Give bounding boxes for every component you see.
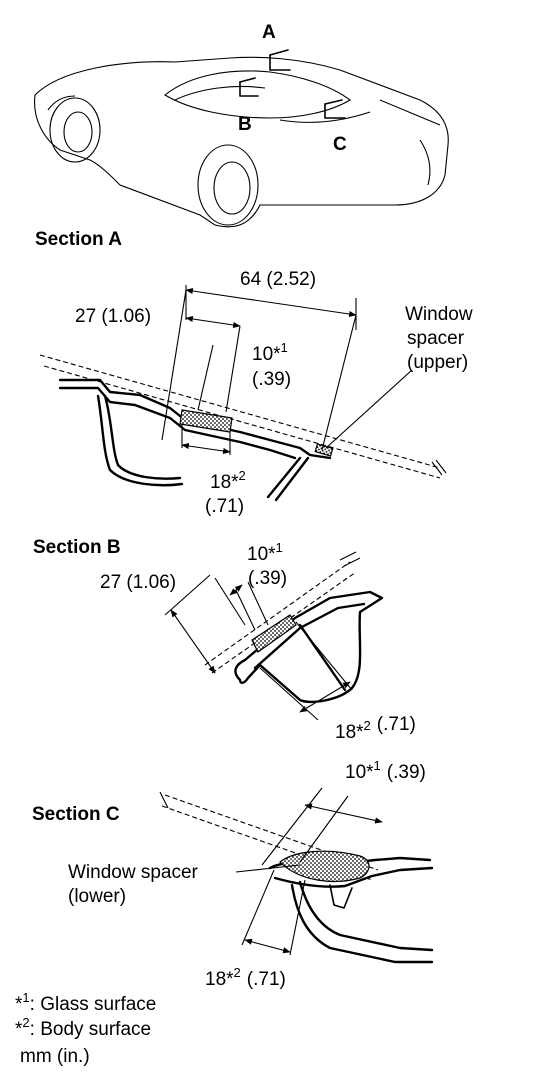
legend-units: mm (in.) (20, 1046, 90, 1067)
section-c: Section C 10*1(.39) Window spacer (lower… (32, 758, 434, 990)
section-c-dim-18: 18*2(.71) (205, 965, 286, 990)
section-b-dim-27: 27 (1.06) (100, 572, 176, 593)
section-a-dim-10-in: (.39) (252, 369, 291, 390)
section-a-spacer-label-2: spacer (407, 328, 465, 349)
legend-note-2: *2: Body surface (15, 1015, 151, 1040)
section-c-title: Section C (32, 804, 120, 825)
section-a-dim-10: 10*1 (252, 340, 288, 365)
section-a: Section A 64 (2.52) 27 (1.06) 10*1 (35, 229, 473, 517)
section-b-title: Section B (33, 537, 121, 558)
section-b-dim-10: 10*1 (247, 540, 283, 565)
section-b-dim-18: 18*2(.71) (335, 714, 416, 743)
section-c-dim-10: 10*1(.39) (345, 758, 426, 783)
car-illustration: A B C (34, 22, 449, 228)
legend-note-1: *1: Glass surface (15, 990, 156, 1015)
section-a-spacer-label-3: (upper) (407, 352, 468, 373)
section-a-dim-64: 64 (2.52) (240, 269, 316, 290)
section-b-dim-10-in: (.39) (248, 568, 287, 589)
car-label-b: B (238, 114, 252, 135)
legend: *1: Glass surface *2: Body surface mm (i… (15, 990, 156, 1067)
section-a-dim-18-in: (.71) (205, 496, 244, 517)
section-b: Section B 27 (1.06) 10*1 (.39) 18*2(.71) (33, 537, 416, 743)
section-a-marker (269, 54, 291, 71)
section-c-marker (324, 103, 346, 119)
section-c-spacer-label-2: (lower) (68, 886, 126, 907)
section-a-dim-27: 27 (1.06) (75, 306, 151, 327)
section-a-dim-18: 18*2 (210, 468, 246, 493)
section-c-spacer-label-1: Window spacer (68, 862, 199, 883)
section-a-spacer-label-1: Window (405, 304, 473, 325)
section-a-title: Section A (35, 229, 122, 250)
car-label-c: C (333, 134, 347, 155)
car-label-a: A (262, 22, 276, 43)
section-b-marker (239, 81, 259, 97)
